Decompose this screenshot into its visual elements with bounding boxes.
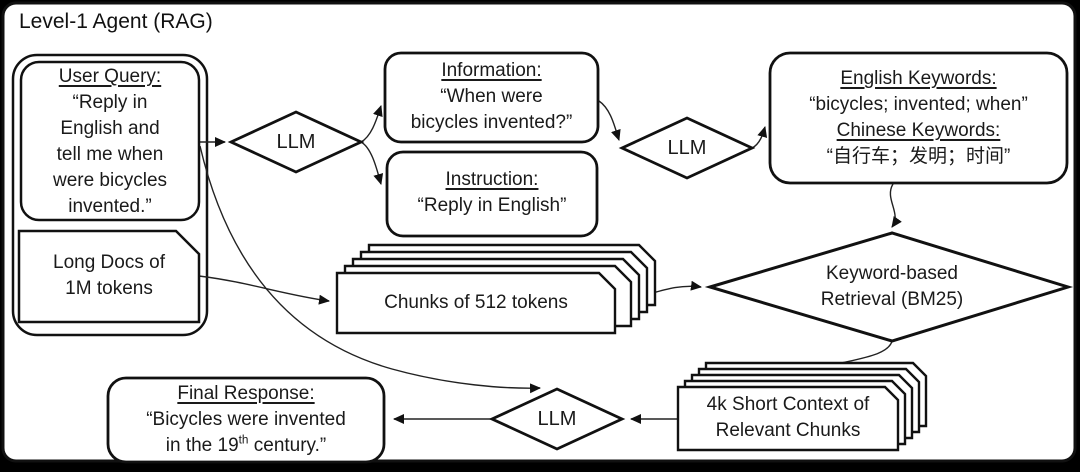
long-docs-label: Long Docs of 1M tokens xyxy=(21,250,197,302)
chunks-label: Chunks of 512 tokens xyxy=(384,292,568,313)
user-query-heading: User Query: xyxy=(58,66,162,87)
instruction-label: Instruction: “Reply in English” xyxy=(389,167,595,219)
llm3-diamond xyxy=(488,387,626,451)
short-context-line: 4k Short Context of xyxy=(706,394,870,415)
llm2-diamond xyxy=(618,116,756,180)
arrow-longdocs-to-chunks xyxy=(198,275,330,305)
final-response-box xyxy=(106,376,386,464)
final-response-line2: in the 19th century.” xyxy=(112,433,380,459)
final-response-line1: “Bicycles were invented xyxy=(146,409,346,430)
instruction-line: “Reply in English” xyxy=(417,195,567,216)
input-group-box xyxy=(11,53,209,337)
chinese-keywords-heading: Chinese Keywords: xyxy=(836,120,1001,141)
english-keywords-heading: English Keywords: xyxy=(840,68,997,89)
final-response-line2-post: century.” xyxy=(248,435,327,456)
retrieval-diamond xyxy=(704,231,1074,343)
arrow-llm1-to-information xyxy=(360,105,383,143)
user-query-line: “Reply in xyxy=(72,92,148,113)
arrow-llm1-to-instruction xyxy=(360,141,384,185)
information-line: bicycles invented?” xyxy=(410,112,573,133)
retrieval-line: Retrieval (BM25) xyxy=(820,289,964,310)
retrieval-line: Keyword-based xyxy=(825,263,959,284)
english-keywords-value: “bicycles; invented; when” xyxy=(809,94,1028,115)
user-query-label: User Query: “Reply in English and tell m… xyxy=(23,64,197,220)
llm2-label: LLM xyxy=(667,137,707,159)
user-query-line: tell me when xyxy=(56,144,164,165)
long-docs-line: 1M tokens xyxy=(65,278,153,299)
user-query-line: invented.” xyxy=(68,196,152,217)
short-context-label: 4k Short Context of Relevant Chunks xyxy=(682,392,894,444)
keywords-box xyxy=(768,51,1069,185)
retrieval-label: Keyword-based Retrieval (BM25) xyxy=(802,261,982,313)
arrow-llm2-to-keywords xyxy=(751,126,768,149)
short-context-sheet-front xyxy=(676,385,900,452)
short-context-stack xyxy=(676,361,928,452)
instruction-box xyxy=(385,150,599,238)
final-response-label: Final Response: “Bicycles were invented … xyxy=(112,381,380,459)
chinese-keywords-value: “自行车；发明；时间” xyxy=(826,146,1011,167)
llm1-diamond xyxy=(227,110,365,174)
arrow-information-to-llm2 xyxy=(598,100,621,141)
information-heading: Information: xyxy=(441,60,542,81)
information-label: Information: “When were bicycles invente… xyxy=(387,58,596,136)
user-query-line: were bicycles xyxy=(52,170,168,191)
keywords-label: English Keywords: “bicycles; invented; w… xyxy=(772,66,1065,170)
user-query-box xyxy=(19,60,201,222)
final-response-line2-sup: th xyxy=(238,433,249,447)
arrow-keywords-to-retrieval xyxy=(889,183,902,228)
llm1-label: LLM xyxy=(276,131,316,153)
short-context-line: Relevant Chunks xyxy=(715,420,861,441)
final-response-heading: Final Response: xyxy=(177,383,315,404)
long-docs-line: Long Docs of xyxy=(53,252,165,273)
diagram-title: Level-1 Agent (RAG) xyxy=(19,10,213,33)
final-response-line2-pre: in the 19 xyxy=(165,435,239,456)
llm3-label: LLM xyxy=(537,408,577,430)
instruction-heading: Instruction: xyxy=(445,169,539,190)
user-query-line: English and xyxy=(60,118,160,139)
long-docs-box xyxy=(17,229,201,324)
information-box xyxy=(383,51,600,144)
arrow-userquery-to-llm3 xyxy=(199,145,541,394)
information-line: “When were xyxy=(440,86,543,107)
chunks-stack xyxy=(335,243,657,335)
chunks-sheet-front xyxy=(335,271,617,335)
